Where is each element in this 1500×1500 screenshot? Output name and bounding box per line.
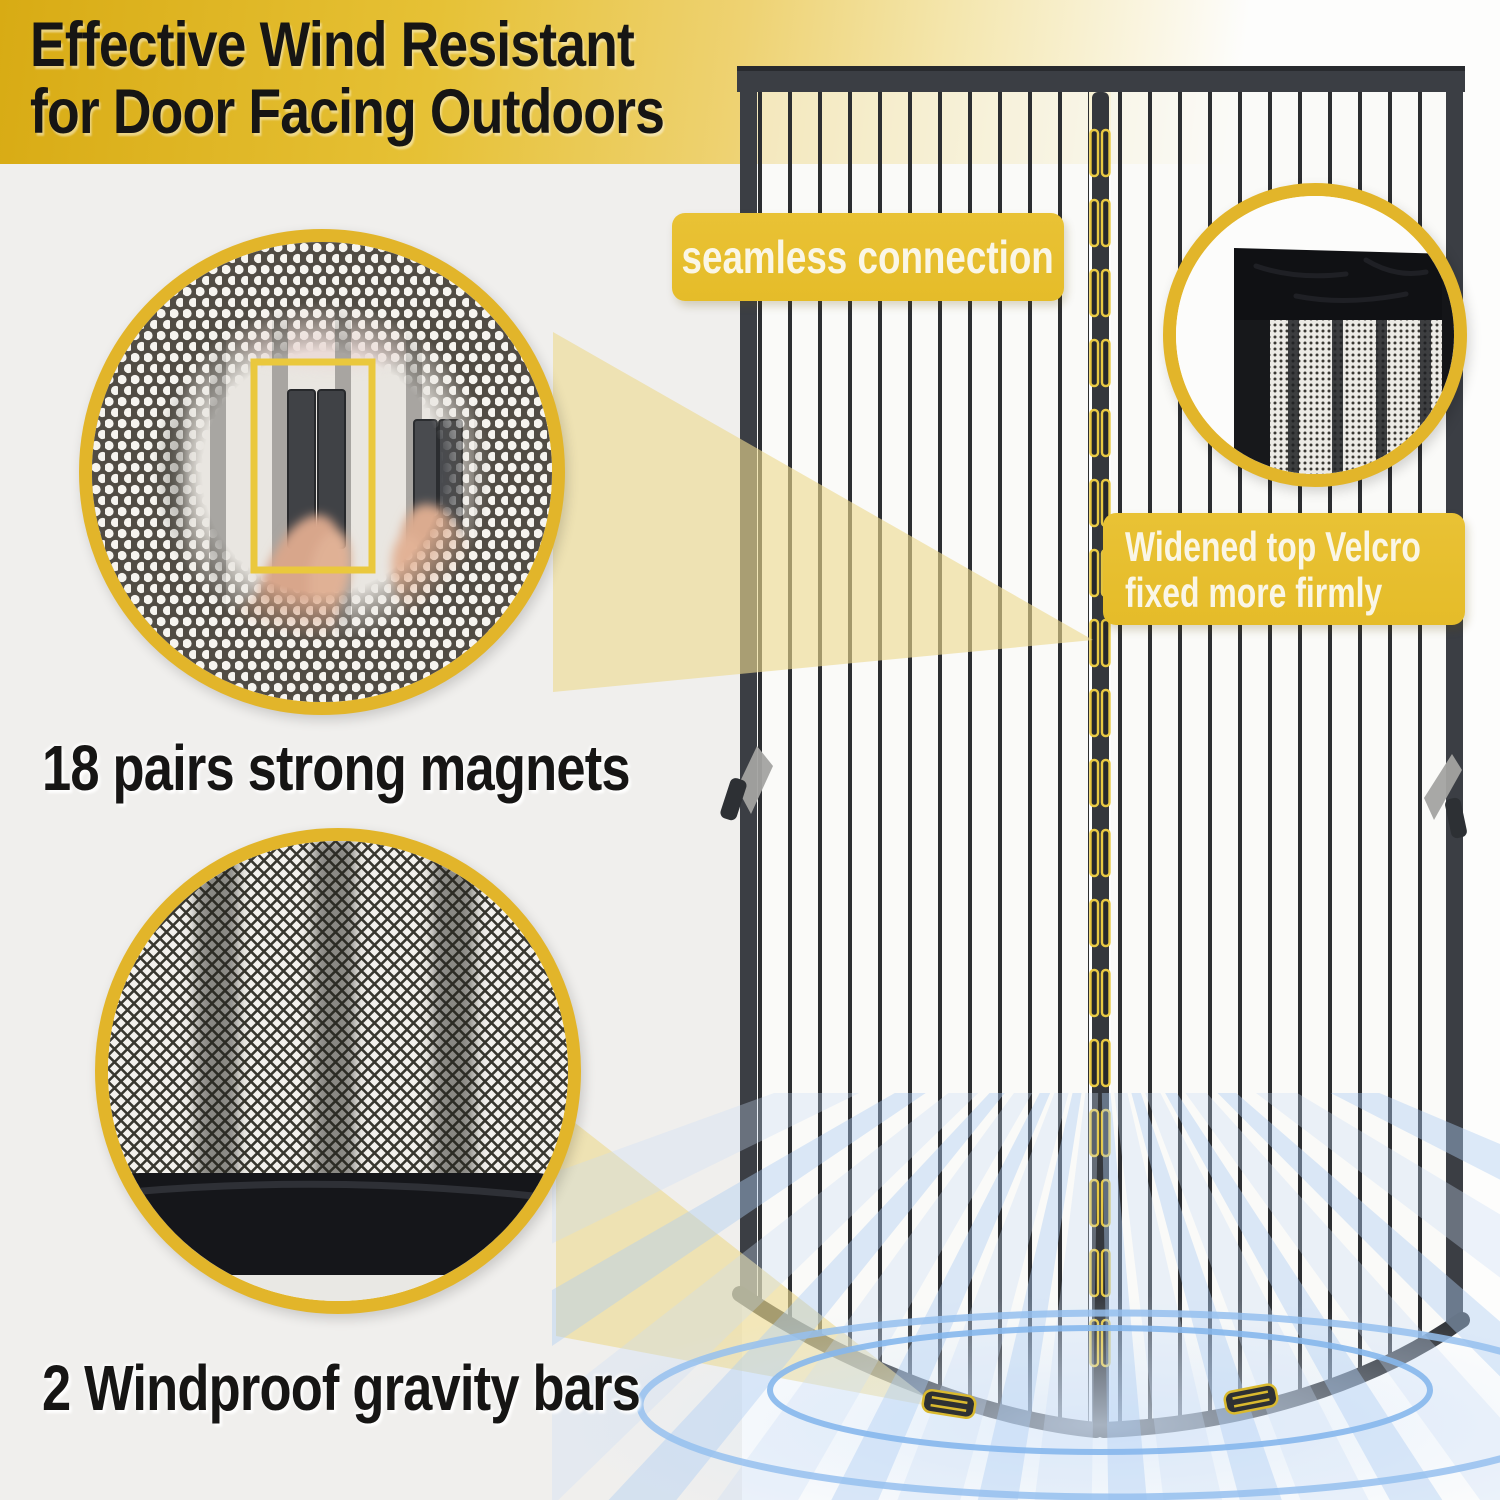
velcro-top-band	[1234, 248, 1454, 326]
zipper-pull-left	[720, 746, 773, 821]
wind-ellipse-inner	[767, 1325, 1433, 1455]
wind-rays	[552, 1093, 1500, 1500]
beam-from-magnet-inset	[553, 332, 1093, 692]
gravity-bars-caption: 2 Windproof gravity bars	[42, 1352, 641, 1424]
zipper-pull-right	[1424, 754, 1467, 839]
velcro-detail-inset-photo	[1163, 183, 1467, 487]
magnet-detail-inset-photo	[79, 229, 565, 715]
widened-velcro-label: Widened top Velcro fixed more firmly	[1103, 513, 1465, 625]
magnet-highlight-box	[250, 358, 376, 574]
wind-ellipse-outer	[636, 1309, 1500, 1500]
seamless-connection-label: seamless connection	[672, 213, 1064, 301]
gravity-bar-inset-photo	[95, 828, 581, 1314]
title-line-1: Effective Wind Resistant	[30, 10, 635, 80]
gravity-bar-pocket	[108, 1173, 568, 1275]
title-line-2: for Door Facing Outdoors	[30, 77, 665, 147]
page-title: Effective Wind Resistant for Door Facing…	[30, 12, 776, 146]
honeycomb-mesh-overlay	[92, 242, 552, 702]
magnets-caption: 18 pairs strong magnets	[42, 732, 631, 804]
floor-glow	[560, 1295, 1500, 1500]
